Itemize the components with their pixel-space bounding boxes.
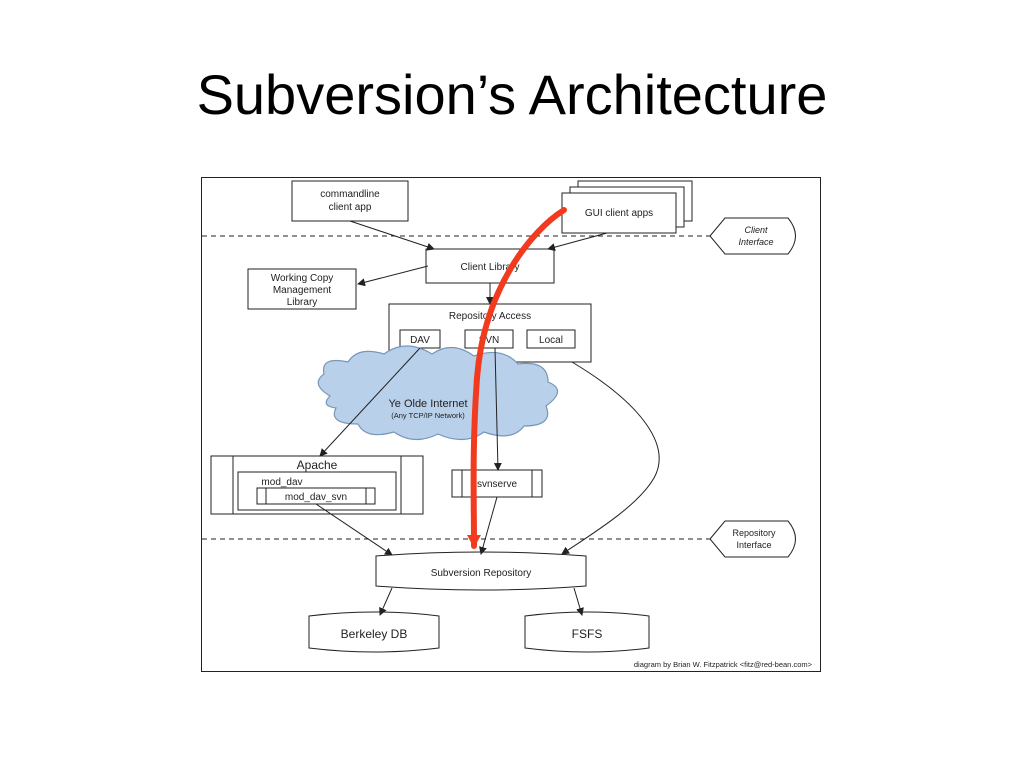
connector-arrows [315,220,660,616]
svg-text:Local: Local [539,335,563,346]
working-copy-library-box: Working Copy Management Library [247,268,357,310]
svg-text:(Any TCP/IP Network): (Any TCP/IP Network) [391,411,465,420]
svg-text:mod_dav: mod_dav [261,477,302,488]
svg-text:Subversion Repository: Subversion Repository [431,568,532,579]
slide-title: Subversion’s Architecture [196,63,828,126]
svg-text:Management: Management [273,285,332,296]
arrow-mod-dav-svn-to-repository [315,503,393,556]
arrow-repository-to-fsfs [573,587,584,616]
client-interface-label: Client Interface [709,217,796,255]
svg-text:Repository: Repository [732,528,776,538]
svg-text:GUI client apps: GUI client apps [585,208,653,219]
svg-text:Client Library: Client Library [461,262,520,273]
arrow-repository-to-berkeley-db [379,587,393,616]
svg-text:Ye Olde Internet: Ye Olde Internet [388,398,467,410]
internet-cloud: Ye Olde Internet (Any TCP/IP Network) [317,345,559,441]
architecture-diagram-svg: Client Interface Repository Interface co… [202,180,813,669]
commandline-client-box: commandline client app [291,180,409,222]
svnserve-box: svnserve [451,469,543,498]
subversion-repository-box: Subversion Repository [375,551,587,591]
arrow-commandline-to-client-library [349,220,435,251]
svg-text:Working Copy: Working Copy [271,273,334,284]
arrow-gui-to-client-library [547,232,608,252]
svg-text:Library: Library [287,297,318,308]
svg-text:Client: Client [744,225,768,235]
local-box: Local [526,329,576,349]
svg-text:SVN: SVN [479,335,500,346]
architecture-diagram: Client Interface Repository Interface co… [201,177,821,672]
gui-client-apps-box: GUI client apps [561,180,693,234]
berkeley-db-box: Berkeley DB [308,611,440,653]
highlight-arrow [466,207,567,549]
client-library-box: Client Library [425,248,555,284]
arrow-dav-to-apache [319,347,421,457]
svg-text:client app: client app [329,202,372,213]
fsfs-box: FSFS [524,611,650,653]
mod-dav-svn-box: mod_dav_svn [256,487,376,505]
svg-text:FSFS: FSFS [572,627,603,641]
svg-text:DAV: DAV [410,335,430,346]
arrow-client-library-to-working-copy [357,265,429,287]
svg-text:commandline: commandline [320,189,380,200]
arrow-svn-to-svnserve [493,347,502,471]
dav-box: DAV [399,329,441,349]
svg-text:Interface: Interface [736,540,771,550]
svg-text:Interface: Interface [738,237,773,247]
svg-text:Apache: Apache [297,458,338,472]
svg-text:Berkeley DB: Berkeley DB [341,627,408,641]
svn-box: SVN [464,329,514,349]
arrow-svnserve-to-repository [479,496,498,555]
arrow-local-to-repository [561,361,660,555]
repository-interface-label: Repository Interface [709,520,796,558]
diagram-credit: diagram by Brian W. Fitzpatrick <fitz@re… [634,660,813,669]
svg-text:svnserve: svnserve [477,479,517,490]
svg-text:mod_dav_svn: mod_dav_svn [285,492,347,503]
